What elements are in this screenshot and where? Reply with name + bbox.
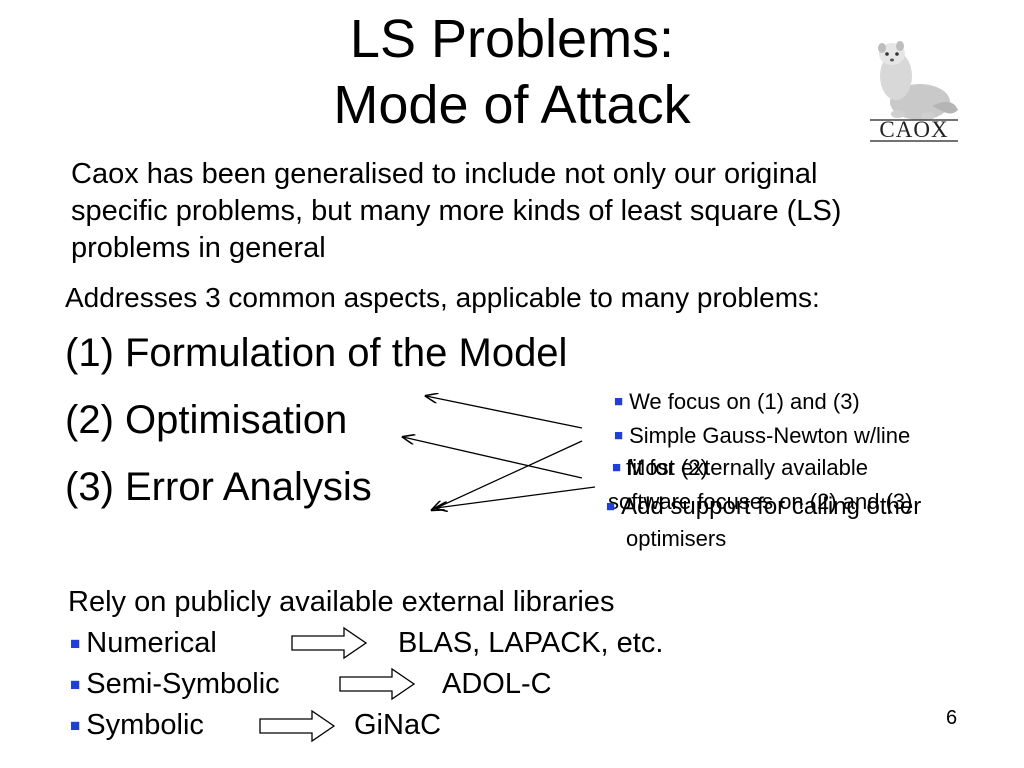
aspect-formulation: (1) Formulation of the Model	[65, 331, 568, 375]
arrow-to-error-analysis-2	[436, 486, 596, 508]
title-line-2: Mode of Attack	[333, 75, 691, 135]
arrow-to-error-analysis	[432, 440, 583, 510]
note-software: software focuses on (2) and (3)	[608, 489, 913, 514]
note-most-text: Most externally available	[627, 455, 868, 480]
rely-item-symbolic: ■ Symbolic	[70, 709, 204, 742]
logo-text: CAOX	[879, 117, 948, 142]
arrow-to-optimisation	[403, 437, 583, 479]
note-add-support: ■ Add support for calling other	[606, 493, 921, 521]
right-arrow-icon	[259, 709, 336, 743]
rely-item-label: Symbolic	[86, 709, 204, 741]
intro-paragraph: Caox has been generalised to include not…	[71, 156, 1001, 267]
note-add-support-text: Add support for calling other	[621, 493, 922, 520]
note-gauss-line-2: fit for (2)	[626, 455, 708, 480]
page-number: 6	[946, 707, 958, 729]
note-focus: ■ We focus on (1) and (3)	[614, 389, 860, 415]
bullet-icon: ■	[606, 498, 616, 515]
bullet-icon: ■	[70, 675, 81, 694]
bullet-icon: ■	[70, 634, 81, 653]
right-arrow-icon	[339, 667, 416, 701]
note-optimisers: optimisers	[626, 526, 727, 551]
title-line-1: LS Problems:	[349, 9, 675, 69]
addresses-text: Addresses 3 common aspects, applicable t…	[65, 282, 820, 313]
note-most: ■ Most externally available	[612, 455, 868, 481]
aspect-error-analysis: (3) Error Analysis	[65, 465, 372, 509]
bullet-icon: ■	[614, 427, 624, 444]
rely-heading: Rely on publicly available external libr…	[68, 586, 615, 618]
rely-item-semi-symbolic: ■ Semi-Symbolic	[70, 668, 280, 701]
rely-target-numerical: BLAS, LAPACK, etc.	[398, 627, 664, 659]
intro-line-3: problems in general	[71, 232, 326, 264]
note-gauss: ■ Simple Gauss-Newton w/line	[614, 423, 910, 449]
note-focus-text: We focus on (1) and (3)	[629, 389, 860, 414]
rely-target-semi-symbolic: ADOL-C	[442, 668, 552, 700]
note-gauss-line-1: Simple Gauss-Newton w/line	[629, 423, 911, 448]
rely-target-symbolic: GiNaC	[354, 709, 442, 741]
intro-line-1: Caox has been generalised to include not…	[71, 158, 818, 190]
rely-item-numerical: ■ Numerical	[70, 627, 217, 660]
aspect-optimisation: (2) Optimisation	[65, 398, 348, 442]
bullet-icon: ■	[70, 716, 81, 735]
arrow-to-formulation	[426, 396, 583, 429]
slide-title: LS Problems: Mode of Attack	[212, 6, 812, 138]
intro-line-2: specific problems, but many more kinds o…	[71, 195, 842, 227]
rely-item-label: Semi-Symbolic	[86, 668, 280, 700]
bullet-icon: ■	[614, 393, 624, 410]
rely-item-label: Numerical	[86, 627, 217, 659]
bullet-icon: ■	[612, 459, 622, 476]
right-arrow-icon	[291, 626, 368, 660]
caox-logo: CAOX	[870, 41, 958, 142]
